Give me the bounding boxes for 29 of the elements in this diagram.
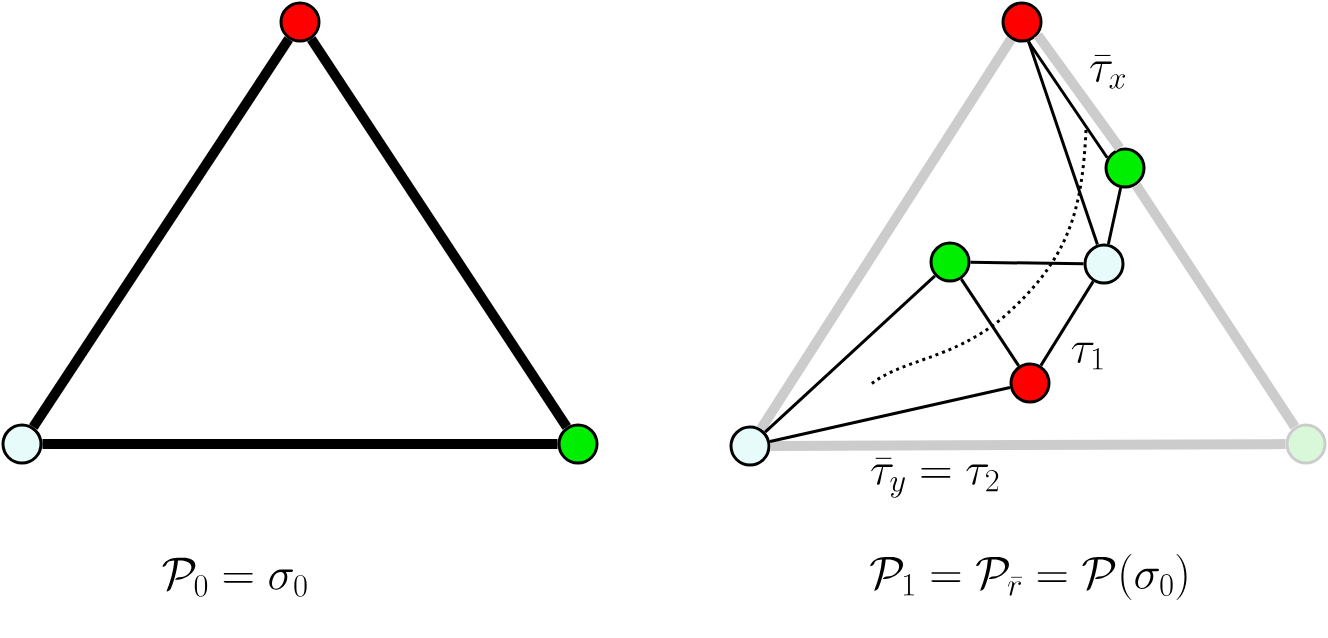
edge-line	[1033, 32, 1124, 152]
edge-line	[769, 386, 1011, 443]
vertex-circle	[729, 425, 771, 467]
edge-line	[1106, 187, 1123, 245]
vertex-circle	[1009, 362, 1051, 404]
vertex-circle	[1083, 243, 1125, 285]
edge-line	[960, 278, 1020, 367]
math-label: $\bar{\tau}_x$	[1090, 54, 1126, 89]
vertex-circle	[929, 241, 971, 283]
edge-line	[970, 260, 1084, 266]
edge-line	[307, 36, 571, 430]
math-label: $\tau_1$	[1071, 342, 1103, 370]
vertex-circle	[1, 423, 43, 465]
edge-line	[764, 274, 936, 434]
vertex-circle	[1001, 1, 1043, 43]
edge-line	[770, 439, 1286, 451]
edge-line	[29, 36, 293, 430]
edge-line	[1027, 40, 1099, 246]
edge-line	[1132, 182, 1299, 430]
vertex-circle	[1285, 423, 1327, 465]
math-label: $\mathcal{P}_0 = \sigma_0$	[162, 557, 307, 597]
math-label: $\mathcal{P}_1 = \mathcal{P}_{\bar{r}} = \mathcal{P}(\sigma_0)$	[870, 554, 1187, 600]
math-label: $\bar{\tau}_y = \tau_2$	[871, 457, 999, 498]
edge-line	[756, 36, 1016, 432]
vertex-circle	[557, 423, 599, 465]
edge-line	[1039, 280, 1095, 367]
vertex-circle	[1104, 147, 1146, 189]
vertex-circle	[279, 1, 321, 43]
edge-line	[42, 439, 558, 449]
